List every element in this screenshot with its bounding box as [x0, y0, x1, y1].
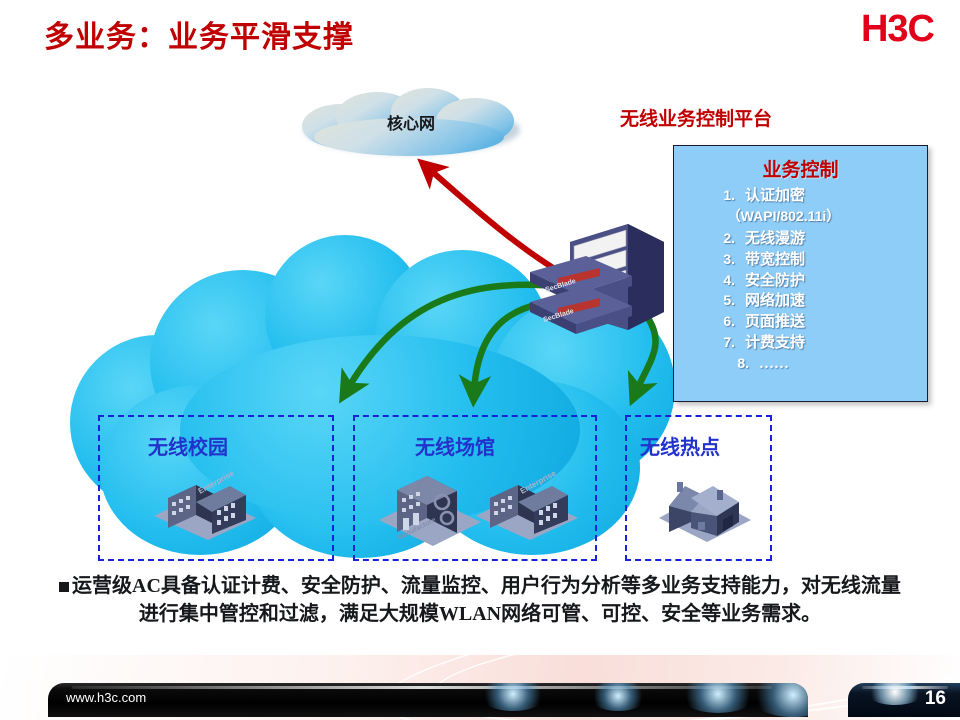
zone-campus-label: 无线校园	[148, 437, 228, 459]
zone-venue-label: 无线场馆	[415, 437, 495, 459]
item-label: 无线漫游	[745, 230, 806, 247]
footer-glow	[588, 683, 648, 711]
page-number-badge	[848, 683, 960, 717]
enterprise-building-icon-2: Enterprise	[476, 468, 578, 540]
service-control-list: 1. 认证加密	[674, 186, 927, 207]
item-label: 页面推送	[745, 314, 806, 331]
secblade-module-bottom: SecBlade	[530, 286, 632, 334]
item-number: 6.	[723, 313, 735, 330]
list-item: 3. 带宽控制	[718, 250, 927, 271]
service-control-panel: 业务控制 1. 认证加密 （WAPI/802.11i） 2. 无线漫游 3. 带宽控制…	[673, 145, 928, 402]
item-number: 1.	[723, 187, 735, 203]
core-network-label: 核心网	[386, 116, 435, 133]
list-item: 1. 认证加密	[718, 186, 927, 207]
footer-glow	[478, 683, 548, 711]
panel-caption: 无线业务控制平台	[620, 109, 773, 130]
item-label: 网络加速	[745, 293, 806, 310]
h3c-logo: H3C	[860, 8, 935, 50]
footer-highlight	[72, 686, 772, 689]
item-label: 带宽控制	[745, 251, 806, 268]
list-item: 6. 页面推送	[718, 312, 927, 333]
badge-glow	[866, 683, 924, 705]
item-number: 2.	[723, 229, 735, 246]
footer-bar	[48, 683, 808, 717]
footer-url[interactable]: www.h3c.com	[66, 690, 147, 705]
page-title: 多业务：业务平滑支撑	[44, 21, 354, 54]
zone-hotspot	[625, 415, 772, 561]
enterprise-building-icon: Enterprise	[154, 468, 256, 540]
item1-subtext: （WAPI/802.11i）	[726, 207, 841, 224]
list-item: 5. 网络加速	[718, 291, 927, 312]
item-label: 计费支持	[745, 334, 806, 351]
page-number: 16	[924, 688, 946, 709]
summary-paragraph: 运营级AC具备认证计费、安全防护、流量监控、用户行为分析等多业务支持能力，对无线…	[56, 572, 904, 629]
core-network-cloud: 核心网	[296, 88, 526, 160]
list-item: 2. 无线漫游	[718, 229, 927, 250]
zone-campus	[98, 415, 334, 561]
zone-venue	[353, 415, 597, 561]
bullet-marker	[59, 582, 70, 593]
list-item: 4. 安全防护	[718, 271, 927, 292]
item-number: 8.	[737, 354, 749, 371]
house-icon	[659, 482, 751, 542]
list-item: 7. 计费支持	[718, 333, 927, 354]
footer-glow	[748, 683, 808, 717]
summary-text: 运营级AC具备认证计费、安全防护、流量监控、用户行为分析等多业务支持能力，对无线…	[72, 575, 901, 626]
manufacture-building-icon: Manufacture	[379, 476, 481, 546]
item-label: 认证加密	[745, 188, 806, 204]
footer-glow	[678, 683, 758, 713]
item-label: ……	[759, 355, 789, 372]
item-number: 5.	[723, 292, 735, 309]
panel-heading: 业务控制	[762, 160, 839, 181]
list-item: 8. ……	[718, 354, 927, 375]
cloud-lobe	[314, 118, 504, 156]
ac-controller-device: SecBlade SecBlade	[530, 224, 664, 334]
item-number: 7.	[723, 333, 735, 350]
item-number: 3.	[723, 250, 735, 267]
item-number: 4.	[723, 271, 735, 288]
zone-hotspot-label: 无线热点	[640, 437, 720, 459]
service-control-list-rest: 2. 无线漫游 3. 带宽控制 4. 安全防护 5. 网络加速 6. 页面推送 7. 计费支…	[674, 229, 927, 375]
item-label: 安全防护	[745, 272, 806, 289]
